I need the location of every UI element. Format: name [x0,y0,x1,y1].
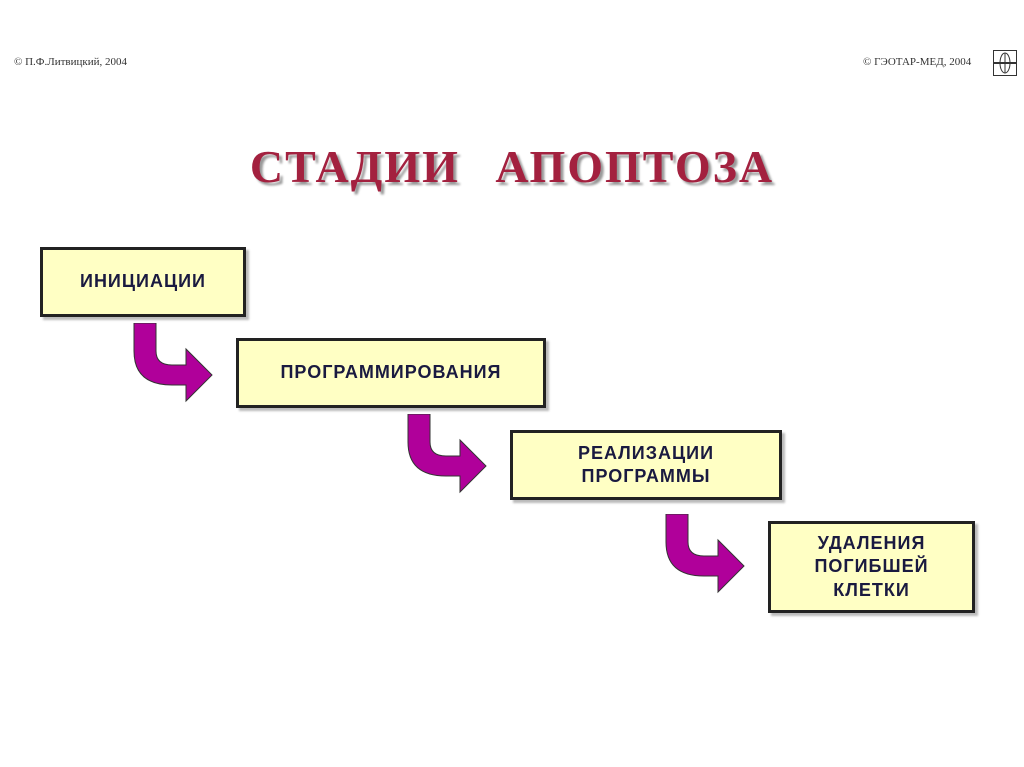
stage-removal: УДАЛЕНИЯ ПОГИБШЕЙ КЛЕТКИ [768,521,975,613]
author-copyright: © П.Ф.Литвицкий, 2004 [14,56,127,68]
publisher-logo-icon [993,50,1017,76]
curved-arrow-icon [133,323,213,403]
curved-arrow-icon [665,514,745,594]
stage-realization: РЕАЛИЗАЦИИ ПРОГРАММЫ [510,430,782,500]
publisher-copyright: © ГЭОТАР-МЕД, 2004 [863,56,972,68]
page-title: СТАДИИ АПОПТОЗА [249,141,775,192]
stage-initiation: ИНИЦИАЦИИ [40,247,246,317]
stage-programming: ПРОГРАММИРОВАНИЯ [236,338,546,408]
curved-arrow-icon [407,414,487,494]
